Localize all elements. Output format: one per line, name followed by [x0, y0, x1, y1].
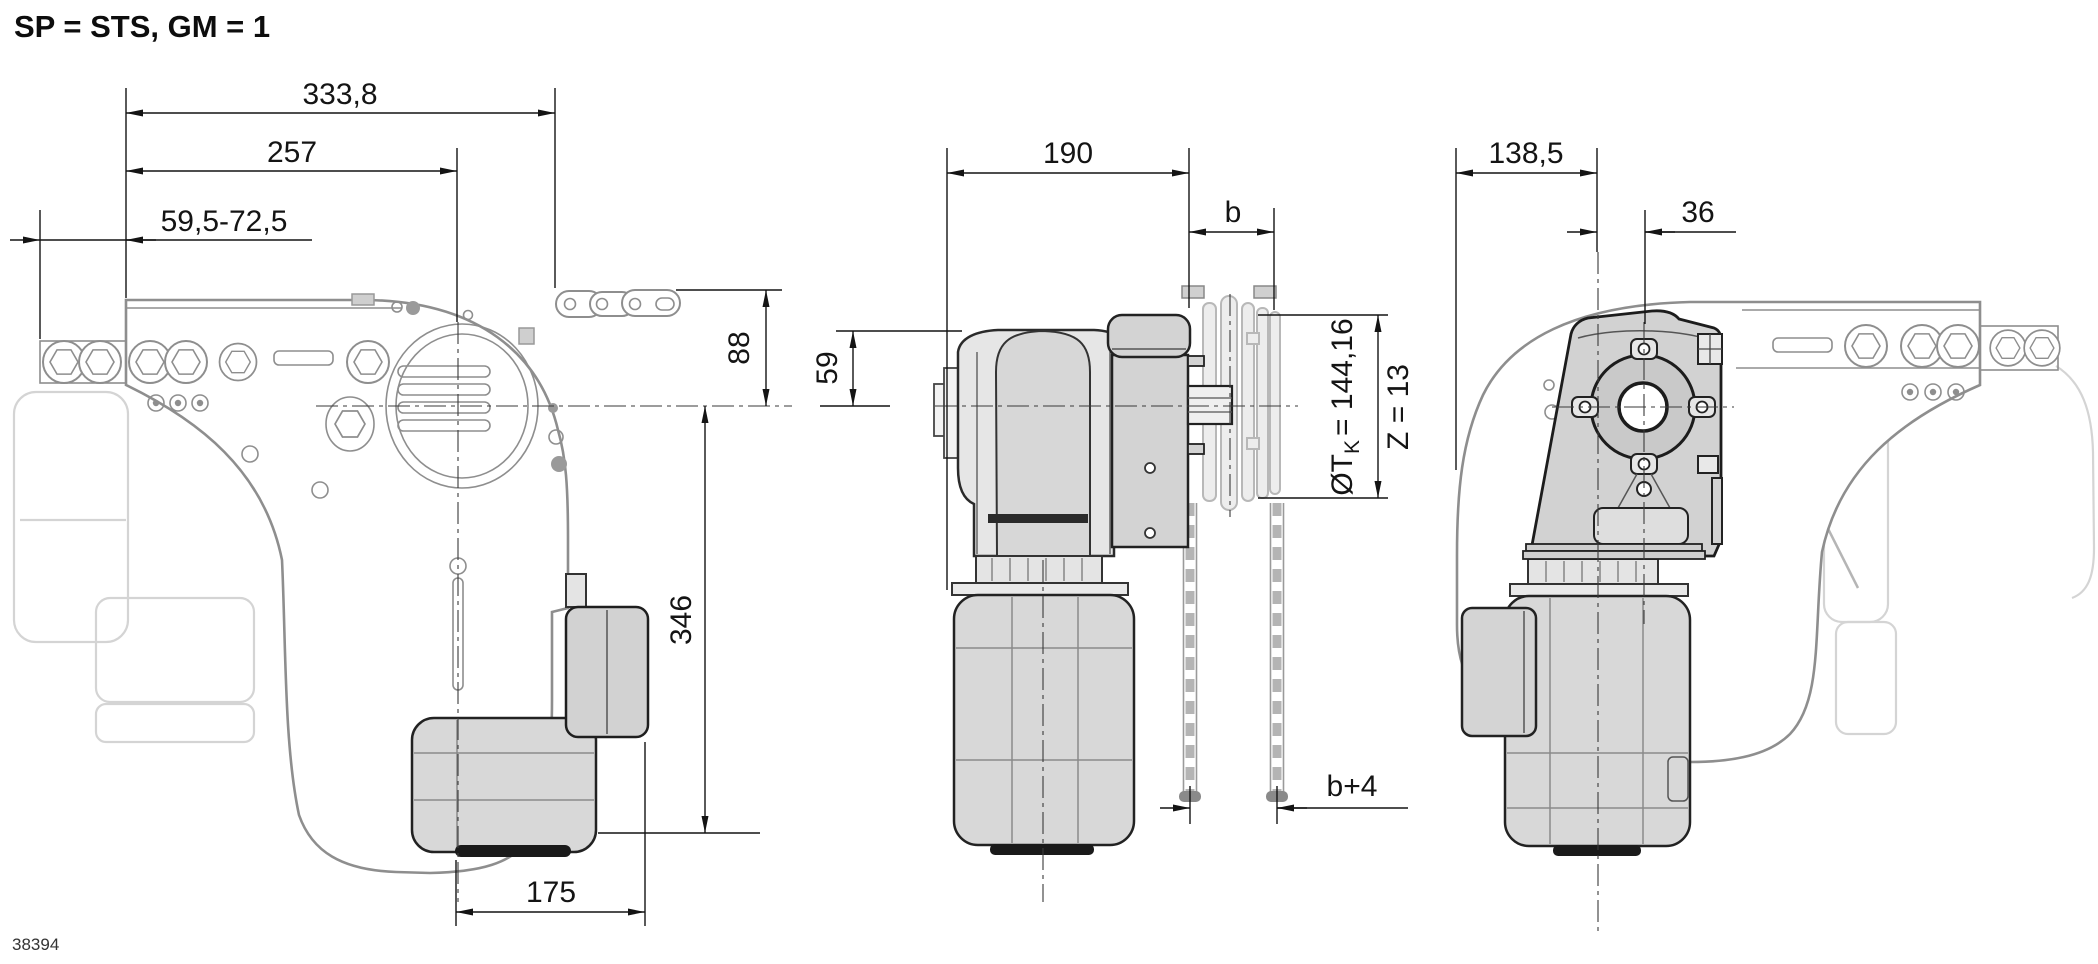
dimension-front-height-below-center: 346	[598, 406, 760, 834]
dim-label: 36	[1681, 196, 1714, 229]
chain-tab	[1253, 285, 1277, 299]
chain-bracket	[1110, 353, 1190, 549]
trolley-plate-bolts	[39, 340, 390, 412]
back-trolley-bolts	[1543, 324, 2061, 420]
motor-foot	[1553, 845, 1641, 856]
page-title: SP = STS, GM = 1	[14, 9, 270, 44]
chain-links-icon	[555, 289, 681, 318]
drawing-number: 38394	[12, 935, 59, 954]
guide-pin	[1187, 443, 1205, 455]
dimension-side-chain-clearance: b+4	[1160, 770, 1408, 824]
dim-label: 138,5	[1488, 137, 1563, 170]
dimension-front-width-to-center: 257	[126, 136, 458, 322]
chain-tab	[1181, 285, 1205, 299]
dim-label: 59,5-72,5	[161, 205, 288, 238]
top-clamp	[351, 293, 375, 306]
dim-label: 88	[723, 331, 756, 364]
junction-bracket	[565, 573, 587, 608]
dimension-back-center-offset: 36	[1567, 196, 1736, 324]
dimension-side-chain-width: b	[1189, 196, 1275, 310]
dimension-side-depth: 190	[946, 137, 1190, 590]
release-lever	[1711, 477, 1723, 545]
dimension-front-motor-width: 175	[455, 742, 646, 926]
dim-label: 175	[526, 876, 576, 909]
vent-slot	[397, 401, 491, 414]
dim-label: 333,8	[302, 78, 377, 111]
junction-box	[1460, 606, 1538, 738]
dimension-front-top-height: 88	[676, 289, 782, 406]
dimension-back-width: 138,5	[1455, 137, 1598, 470]
guide-pin	[1187, 355, 1205, 367]
dim-label: 346	[665, 595, 698, 645]
dim-label: b+4	[1327, 770, 1378, 803]
chain-strands	[1179, 503, 1288, 802]
dim-label: 190	[1043, 137, 1093, 170]
side-view	[933, 285, 1298, 902]
front-view	[12, 289, 792, 902]
dimension-side-pitch-diameter: ØTK= 144,16 Z = 13	[1258, 314, 1415, 499]
corner-tab	[518, 327, 535, 345]
vent-slot	[397, 365, 491, 378]
gearbox-band	[988, 514, 1088, 523]
front-motor	[410, 573, 650, 857]
dim-label: b	[1225, 196, 1242, 229]
dimension-front-overall-width: 333,8	[125, 78, 556, 298]
dimension-side-top-offset: 59	[811, 330, 962, 407]
motor-foot	[455, 845, 571, 857]
motor-foot	[990, 844, 1094, 855]
side-clip	[1697, 455, 1719, 474]
back-view	[1455, 252, 2096, 934]
dim-label: 59	[811, 351, 844, 384]
ghost-unit-left	[12, 390, 256, 744]
side-motor	[951, 555, 1136, 855]
base-pocket	[1593, 507, 1689, 545]
dim-label-teeth: Z = 13	[1382, 364, 1415, 450]
vent-slot	[397, 419, 491, 432]
dim-label: 257	[267, 136, 317, 169]
sprocket-cover	[1106, 313, 1192, 359]
side-gearbox	[933, 328, 1132, 558]
vented-cover	[385, 323, 539, 489]
dimension-front-adjust-range: 59,5-72,5	[10, 205, 312, 339]
output-shaft	[1186, 384, 1234, 426]
vent-slot	[397, 383, 491, 396]
dim-label-pitch: ØTK= 144,16	[1326, 318, 1364, 495]
suspension-bolt	[325, 396, 375, 452]
